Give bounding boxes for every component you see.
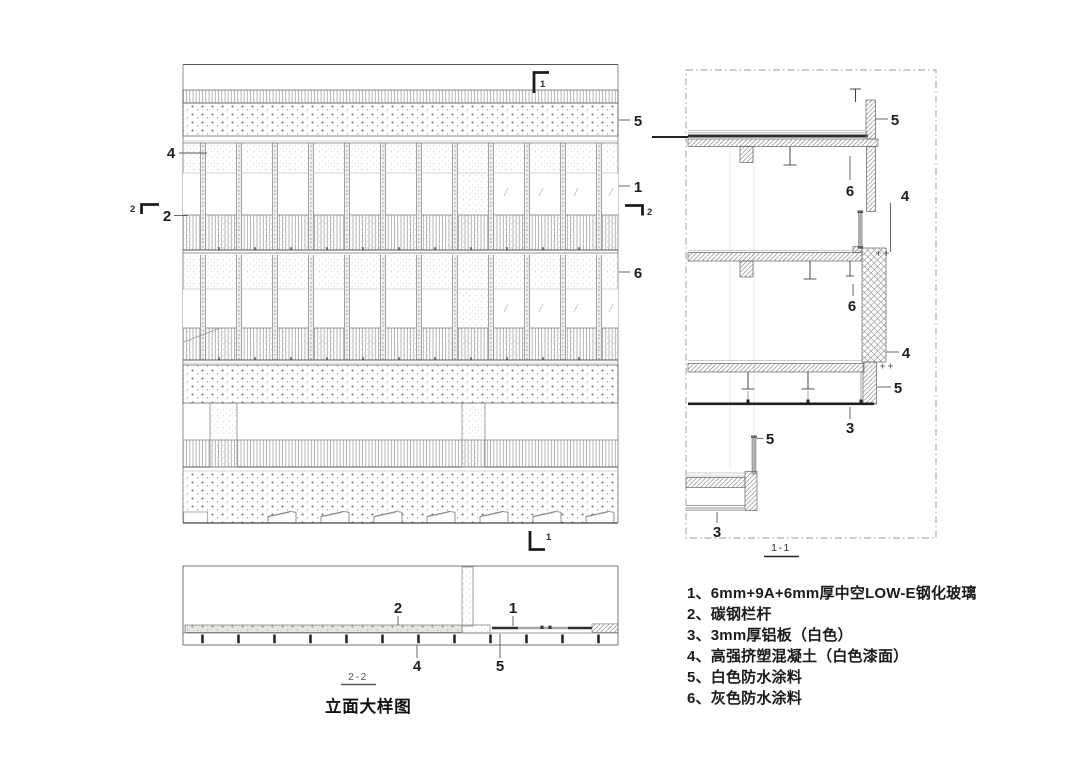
- roof-beam: [739, 146, 754, 163]
- section-marker-top-label: 1: [540, 79, 546, 90]
- anchor-symbol: [850, 88, 861, 102]
- ramp-line: [183, 327, 221, 343]
- legend-item-4: 4、高强挤塑混凝土（白色漆面）: [687, 648, 909, 665]
- legend-item-1: 1、6mm+9A+6mm厚中空LOW-E钢化玻璃: [687, 585, 977, 602]
- roof-slab: [687, 138, 879, 147]
- hanger: [783, 147, 797, 166]
- legend-item-6: 6、灰色防水涂料: [687, 690, 802, 707]
- section-1-1-frame: [685, 69, 937, 539]
- grid-lines: [729, 142, 755, 468]
- callout-5: 5: [496, 658, 504, 675]
- floor-slab: [687, 363, 865, 373]
- callout-2: 2: [394, 600, 402, 617]
- roof-assembly: 5: [652, 88, 899, 166]
- floor-slab: [687, 252, 863, 262]
- section-marker-2-right: 2: [625, 204, 652, 218]
- plus-marks: [876, 250, 889, 256]
- parapet: [865, 99, 876, 140]
- section-2-2-drawing: 2 1 4 5 2-2 立面大样图: [182, 565, 619, 716]
- callout-5-lower: 5: [766, 431, 774, 448]
- roof-membrane: [688, 134, 868, 138]
- elevation-base-band: [183, 472, 618, 524]
- lower-floor: 5 3: [687, 360, 902, 437]
- section-2-2-callouts: 2 1 4 5: [394, 600, 517, 675]
- plus-marks: [880, 363, 893, 369]
- floor-line-ticks: [218, 247, 580, 251]
- section-marker-left-label: 2: [130, 204, 135, 215]
- window-marks: [503, 187, 614, 197]
- section-1-1-drawing: 5 6 4 6 4: [652, 69, 937, 558]
- floor-line-ticks: [218, 357, 580, 361]
- railing-post: [751, 436, 757, 475]
- callout-4: 4: [413, 658, 422, 675]
- legend-item-3: 3、3mm厚铝板（白色）: [687, 627, 853, 644]
- band-waterproof-mid: [182, 364, 619, 404]
- callout-4-upper: 4: [901, 188, 910, 205]
- drawing-title: 立面大样图: [325, 696, 412, 716]
- railing-posts: [201, 634, 600, 644]
- callout-6-upper: 6: [846, 183, 854, 200]
- band-waterproof-top: [182, 102, 619, 137]
- legend-item-5: 5、白色防水涂料: [687, 669, 802, 686]
- callout-4-mid: 4: [902, 345, 911, 362]
- soffit-posts: [747, 372, 862, 400]
- base-notch: [183, 511, 209, 524]
- glass-panel: [858, 211, 863, 249]
- balcony-base: 5 3: [685, 431, 774, 541]
- callout-2-left: 2: [163, 208, 171, 225]
- callout-3-lower: 3: [713, 524, 721, 541]
- concrete-column: [209, 402, 238, 468]
- callout-6-mid: 6: [848, 298, 856, 315]
- mid-floor: 6 4: [687, 246, 911, 363]
- legend-item-2: 2、碳钢栏杆: [687, 606, 772, 623]
- column-foot: [461, 624, 491, 634]
- elevation-floor-1: [183, 142, 618, 254]
- glazing-plan: [492, 623, 619, 633]
- callout-5-mid: 5: [894, 380, 902, 397]
- legend-notes: 1、6mm+9A+6mm厚中空LOW-E钢化玻璃 2、碳钢栏杆 3、3mm厚铝板…: [687, 583, 977, 709]
- elevation-callouts: 4 2 5 1 6: [163, 113, 642, 282]
- hanger: [741, 372, 815, 390]
- section-2-2-caption: 2-2: [348, 671, 368, 683]
- callout-6-right: 6: [634, 265, 642, 282]
- window-marks: [503, 303, 614, 313]
- callout-1-right: 1: [634, 179, 642, 196]
- section-marker-bottom-label: 1: [546, 532, 552, 543]
- callout-3-mid: 3: [846, 420, 854, 437]
- base-slab: [685, 477, 746, 488]
- vent-inner-lines: [267, 512, 609, 518]
- aluminum-plate: [688, 402, 874, 406]
- edge-upstand: [862, 361, 877, 405]
- base-edge-block: [744, 471, 758, 511]
- base-soffit: [685, 507, 746, 511]
- floor-beam: [739, 260, 754, 278]
- column-section: [461, 566, 474, 627]
- callout-4-left: 4: [167, 145, 176, 162]
- wall-crosshatch: [861, 247, 887, 363]
- vent-louvers: [267, 511, 615, 524]
- hanger: [803, 261, 817, 280]
- callout-1: 1: [509, 600, 517, 617]
- section-marker-right-label: 2: [647, 207, 652, 218]
- elevation-drawing: 1 1 2 2 4 2 5 1 6: [130, 64, 652, 551]
- elevation-floor-2: [183, 255, 618, 364]
- section-marker-2-left: 2: [130, 203, 159, 215]
- concrete-column: [461, 402, 486, 468]
- slab-band-texture: [185, 625, 462, 633]
- section-marker-1-top: 1: [532, 71, 549, 93]
- callout-5-right: 5: [634, 113, 642, 130]
- section-1-1-caption: 1-1: [771, 542, 791, 554]
- callout-5-top: 5: [891, 112, 899, 129]
- hanger: [846, 261, 854, 277]
- band-cornice-hatch: [182, 89, 619, 104]
- elevation-lower-storey: [183, 402, 618, 472]
- upper-wall: 6 4: [846, 146, 910, 252]
- section-marker-1-bottom: 1: [528, 531, 552, 551]
